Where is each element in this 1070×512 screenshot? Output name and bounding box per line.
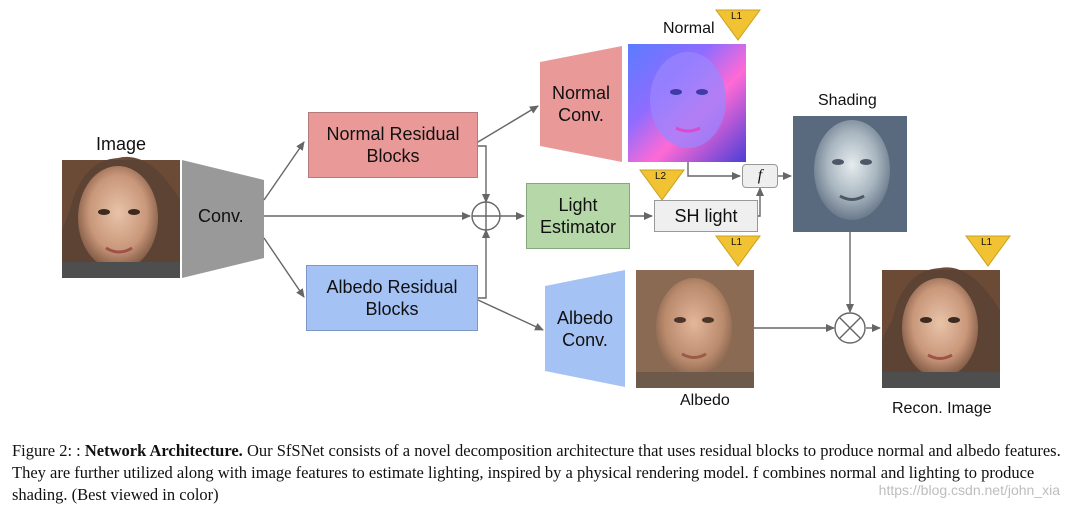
albedo-residual-block: Albedo Residual Blocks [306, 265, 478, 331]
albedo-image [636, 270, 754, 388]
loss-triangle-albedo [715, 235, 761, 267]
loss-label-recon: L1 [981, 237, 993, 248]
caption-prefix: Figure 2: : [12, 441, 85, 460]
light-estimator-label: Light Estimator [539, 195, 617, 237]
f-symbol: f [757, 167, 763, 184]
albedo-title: Albedo [680, 392, 730, 409]
normal-map-image [628, 44, 746, 162]
normal-residual-label: Normal Residual Blocks [326, 124, 460, 166]
loss-label-albedo: L1 [731, 237, 743, 248]
loss-label-sh: L2 [655, 171, 667, 182]
albedo-conv-block [545, 270, 625, 387]
f-function-node: f [742, 164, 778, 188]
albedo-residual-label: Albedo Residual Blocks [326, 277, 458, 319]
light-estimator-block: Light Estimator [526, 183, 630, 249]
sh-light-block: SH light [654, 200, 758, 232]
normal-residual-block: Normal Residual Blocks [308, 112, 478, 178]
image-title: Image [96, 134, 147, 154]
normal-conv-label: Normal Conv. [551, 83, 610, 125]
loss-triangle-sh [639, 169, 685, 201]
shading-title: Shading [818, 92, 877, 109]
albedo-conv-label-wrap: Albedo Conv. [545, 305, 625, 353]
loss-label-normal: L1 [731, 11, 743, 22]
architecture-diagram: Image Conv. Normal Residual Blocks Albed… [62, 9, 1011, 417]
figure-caption: Figure 2: : Network Architecture. Our Sf… [12, 440, 1062, 506]
input-image [62, 156, 180, 278]
loss-triangle-recon [965, 235, 1011, 267]
loss-triangle-normal [715, 9, 761, 41]
normal-conv-label-wrap: Normal Conv. [540, 80, 622, 128]
concat-plus-node [471, 201, 501, 231]
diagram-canvas [62, 9, 1011, 388]
watermark: https://blog.csdn.net/john_xia [878, 482, 1060, 498]
connections [263, 105, 881, 332]
normal-title: Normal [663, 20, 715, 37]
conv-block [182, 160, 264, 278]
sh-light-label: SH light [674, 206, 738, 226]
recon-title: Recon. Image [892, 400, 992, 417]
albedo-conv-label: Albedo Conv. [556, 308, 614, 350]
multiply-node [834, 312, 866, 344]
recon-image [882, 267, 1000, 388]
caption-bold: Network Architecture. [84, 441, 243, 460]
shading-image [793, 116, 907, 232]
conv-label: Conv. [198, 206, 244, 226]
caption-text: Our SfSNet consists of a novel decomposi… [12, 441, 1061, 504]
normal-conv-block [540, 46, 622, 162]
